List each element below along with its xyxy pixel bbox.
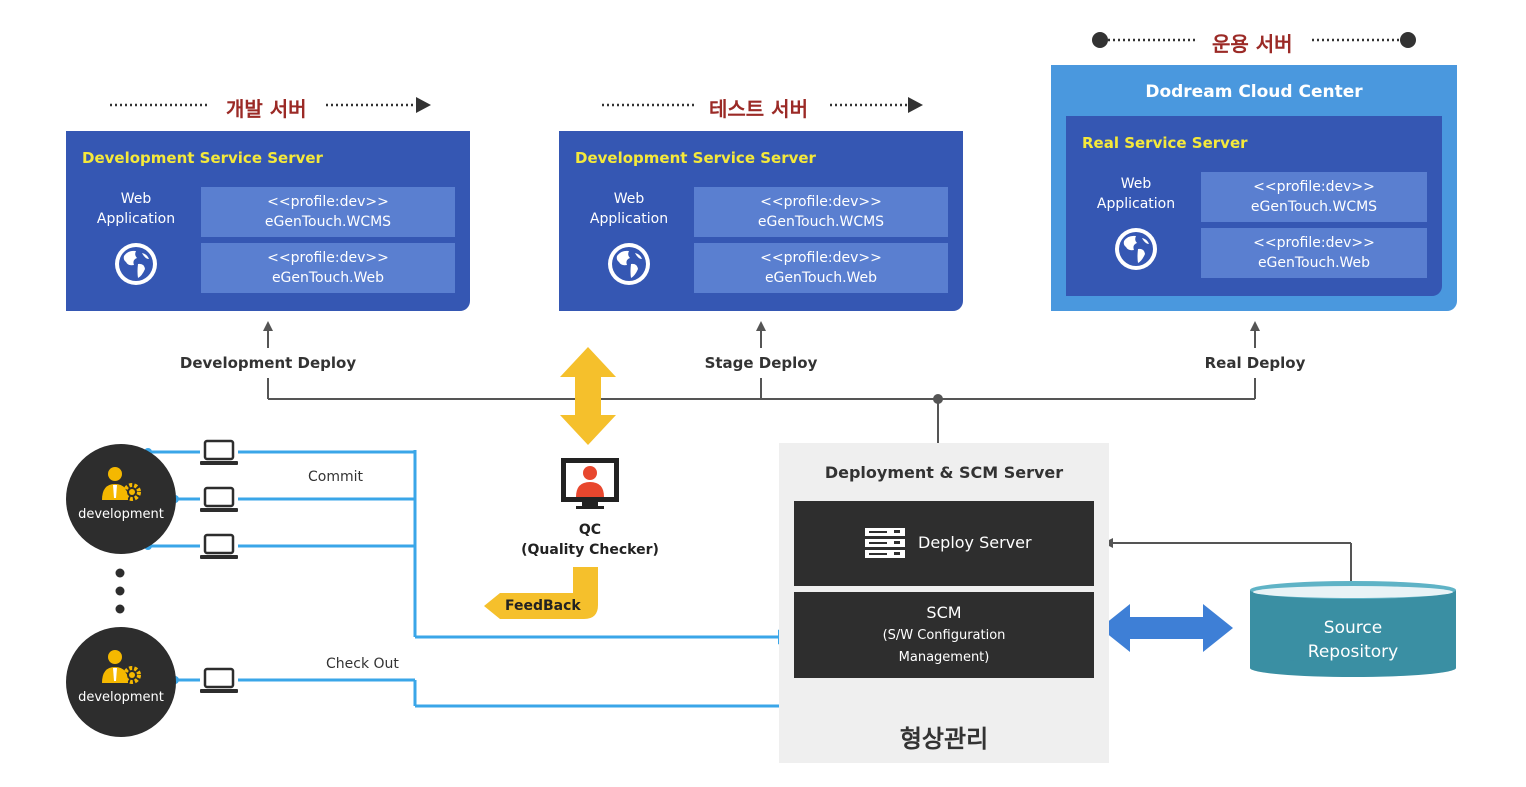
dev-stage-arrow xyxy=(110,97,431,113)
web-application-label: Web Application xyxy=(589,191,669,227)
test-stage-arrow xyxy=(602,97,923,113)
checkout-label: Check Out xyxy=(326,656,399,672)
prod-stage-line xyxy=(1092,32,1416,48)
globe-icon xyxy=(1115,228,1157,270)
developer-group: development xyxy=(66,627,176,737)
developer-group: development xyxy=(66,444,176,554)
web-application-label: Web Application xyxy=(96,191,176,227)
profile-cell: <<profile:dev>> eGenTouch.Web xyxy=(694,243,948,293)
configuration-management-label: 형상관리 xyxy=(899,725,989,753)
profile-cell: <<profile:dev>> eGenTouch.WCMS xyxy=(201,187,455,237)
cloud-title: Dodream Cloud Center xyxy=(1145,82,1363,102)
laptop-icon xyxy=(200,486,238,512)
stage-title-prod: 운용 서버 xyxy=(1212,32,1293,56)
globe-icon xyxy=(115,243,157,285)
more-developers-dots xyxy=(115,568,125,614)
source-repository-cylinder xyxy=(1250,581,1456,677)
stage-title-test: 테스트 서버 xyxy=(709,97,808,121)
bus-junction xyxy=(933,394,943,404)
source-repository-label: Source Repository xyxy=(1307,618,1399,662)
server-title: Real Service Server xyxy=(1082,134,1248,152)
developer-label: development xyxy=(78,507,164,522)
repo-to-deploy-arrow xyxy=(1103,538,1352,583)
stage-service-server: Development Service Server Web Applicati… xyxy=(559,131,963,311)
profile-cell: <<profile:dev>> eGenTouch.WCMS xyxy=(1201,172,1427,222)
scm-title: SCM xyxy=(926,603,962,622)
qc-label: QC (Quality Checker) xyxy=(521,522,659,558)
profile-cell: <<profile:dev>> eGenTouch.Web xyxy=(201,243,455,293)
deploy-server-box: Deploy Server xyxy=(794,501,1094,586)
laptop-icon xyxy=(200,439,238,465)
qc-monitor-icon xyxy=(561,458,619,509)
scm-server-title: Deployment & SCM Server xyxy=(824,463,1064,482)
deploy-server-label: Deploy Server xyxy=(918,533,1032,552)
server-title: Development Service Server xyxy=(575,149,816,167)
developer-label: development xyxy=(78,690,164,705)
feedback-arrow xyxy=(484,567,598,619)
laptop-icon xyxy=(200,533,238,559)
real-deploy-label: Real Deploy xyxy=(1204,354,1306,372)
server-title: Development Service Server xyxy=(82,149,323,167)
profile-cell: <<profile:dev>> eGenTouch.Web xyxy=(1201,228,1427,278)
stage-deploy-label: Stage Deploy xyxy=(704,354,818,372)
qc-double-arrow xyxy=(560,347,616,445)
web-application-label: Web Application xyxy=(1096,176,1176,212)
development-deploy-label: Development Deploy xyxy=(179,354,357,372)
dev-service-server: Development Service Server Web Applicati… xyxy=(66,131,470,311)
stage-title-dev: 개발 서버 xyxy=(226,97,307,121)
real-service-server: Real Service Server Web Application <<pr… xyxy=(1066,116,1442,296)
developer-icon xyxy=(102,467,141,501)
deployment-scm-server: Deployment & SCM Server Deploy Server SC… xyxy=(779,443,1109,763)
scm-repo-bidir-arrow xyxy=(1100,604,1233,652)
commit-label: Commit xyxy=(308,469,363,485)
feedback-label: FeedBack xyxy=(505,598,581,614)
commit-lines xyxy=(148,450,793,645)
server-rack-icon xyxy=(865,528,905,558)
scm-description: (S/W Configuration Management) xyxy=(882,628,1006,665)
profile-cell: <<profile:dev>> eGenTouch.WCMS xyxy=(694,187,948,237)
globe-icon xyxy=(608,243,650,285)
laptop-icon xyxy=(200,667,238,693)
scm-box: SCM (S/W Configuration Management) xyxy=(794,592,1094,678)
developer-icon xyxy=(102,650,141,684)
